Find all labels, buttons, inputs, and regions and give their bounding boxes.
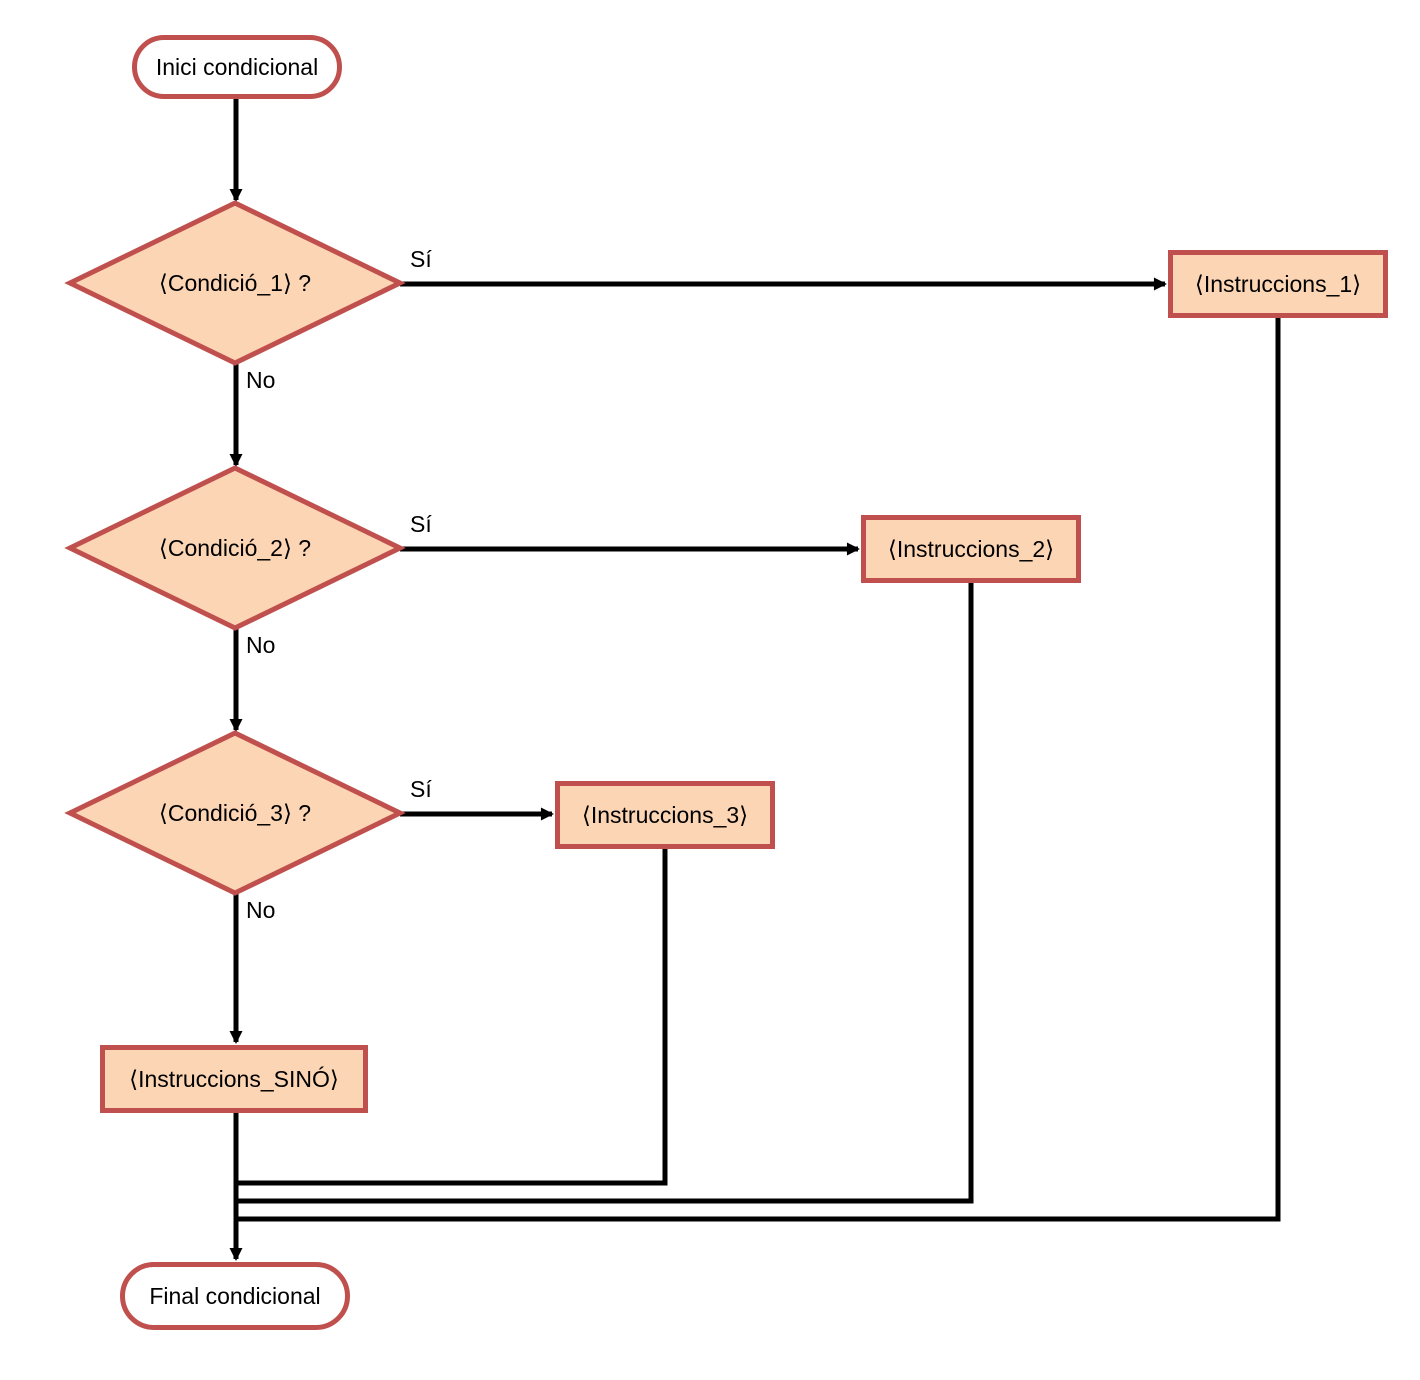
terminal-end: Final condicional xyxy=(120,1262,350,1330)
edge-instr1-return xyxy=(236,318,1281,1222)
decision-cond2-shape xyxy=(64,465,406,631)
decision-cond2-label: ⟨Condició_2⟩ ? xyxy=(70,468,400,628)
process-instruccions-sino: ⟨Instruccions_SINÓ⟩ xyxy=(100,1045,368,1113)
edge-label-cond3-yes: Sí xyxy=(410,776,432,802)
process-instruccions-2-label: ⟨Instruccions_2⟩ xyxy=(887,535,1055,562)
process-instruccions-sino-label: ⟨Instruccions_SINÓ⟩ xyxy=(129,1065,339,1092)
decision-cond1-text: ⟨Condició_1⟩ ? xyxy=(158,269,312,296)
edge-label-cond1-yes: Sí xyxy=(410,246,432,272)
edge-instr3-return xyxy=(236,849,668,1186)
process-instruccions-3: ⟨Instruccions_3⟩ xyxy=(555,781,775,849)
terminal-start: Inici condicional xyxy=(132,35,342,99)
process-instruccions-1-label: ⟨Instruccions_1⟩ xyxy=(1194,270,1362,297)
edge-label-cond3-no: No xyxy=(246,897,276,923)
decision-cond3-shape xyxy=(64,730,406,896)
edge-label-cond1-no: No xyxy=(246,367,276,393)
decision-cond1-shape xyxy=(64,200,406,366)
decision-cond1-label: ⟨Condició_1⟩ ? xyxy=(70,203,400,363)
terminal-end-label: Final condicional xyxy=(149,1282,321,1309)
terminal-start-label: Inici condicional xyxy=(155,53,319,80)
process-instruccions-3-label: ⟨Instruccions_3⟩ xyxy=(581,801,749,828)
decision-cond3-label: ⟨Condició_3⟩ ? xyxy=(70,733,400,893)
decision-cond3-text: ⟨Condició_3⟩ ? xyxy=(158,799,312,826)
edge-instr2-return xyxy=(236,583,974,1204)
decision-cond2-text: ⟨Condició_2⟩ ? xyxy=(158,534,312,561)
edge-label-cond2-yes: Sí xyxy=(410,511,432,537)
process-instruccions-1: ⟨Instruccions_1⟩ xyxy=(1168,250,1388,318)
edge-label-cond2-no: No xyxy=(246,632,276,658)
process-instruccions-2: ⟨Instruccions_2⟩ xyxy=(861,515,1081,583)
